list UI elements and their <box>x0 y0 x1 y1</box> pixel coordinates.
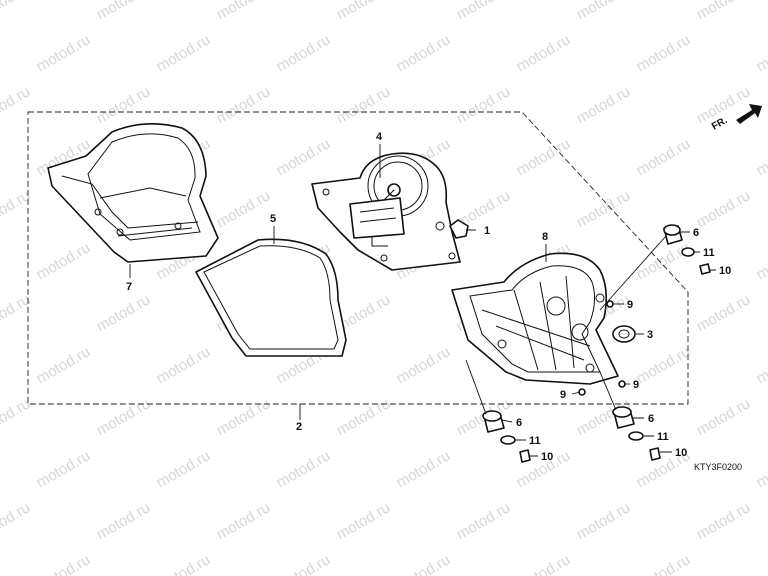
watermark-text: motod.ru <box>514 31 574 75</box>
assembly-boundary <box>27 111 689 405</box>
watermark-text: motod.ru <box>694 291 754 335</box>
grommet-set-top-right <box>663 224 711 275</box>
part-3-socket <box>612 325 636 343</box>
grommet-set-bottom-right <box>612 406 661 461</box>
watermark-text: motod.ru <box>394 31 454 75</box>
callout-2: 2 <box>296 421 302 433</box>
watermark-text: motod.ru <box>94 291 154 335</box>
watermark-text: motod.ru <box>334 499 394 543</box>
watermark-text: motod.ru <box>0 0 33 23</box>
watermark-text: motod.ru <box>34 343 94 387</box>
callout-4: 4 <box>376 131 383 143</box>
watermark-text: motod.ru <box>514 135 574 179</box>
watermark-text: motod.ru <box>454 0 514 23</box>
callout-11-left: 11 <box>529 435 541 447</box>
watermark-text: motod.ru <box>634 135 694 179</box>
watermark-text: motod.ru <box>514 551 574 576</box>
watermark-text: motod.ru <box>274 447 334 491</box>
diagram-code: KTY3F0200 <box>694 462 742 472</box>
watermark-text: motod.ru <box>94 0 154 23</box>
watermark-text: motod.ru <box>94 395 154 439</box>
callout-6-left: 6 <box>516 417 522 429</box>
watermark-text: motod.ru <box>154 343 214 387</box>
watermark-text: motod.ru <box>634 31 694 75</box>
grommet-set-bottom-left <box>482 410 531 463</box>
watermark-text: motod.ru <box>454 499 514 543</box>
watermark-text: motod.ru <box>334 83 394 127</box>
watermark-text: motod.ru <box>334 395 394 439</box>
part-5-gasket <box>195 238 347 357</box>
watermark-text: motod.ru <box>574 83 634 127</box>
callout-1: 1 <box>484 225 490 237</box>
watermark-text: motod.ru <box>694 0 754 23</box>
watermark-text: motod.ru <box>394 343 454 387</box>
callout-8: 8 <box>542 231 548 243</box>
watermark-text: motod.ru <box>34 447 94 491</box>
callout-9-c: 9 <box>560 389 566 401</box>
watermark-text: motod.ru <box>214 0 274 23</box>
watermark-text: motod.ru <box>34 551 94 576</box>
watermark-text: motod.ru <box>334 0 394 23</box>
watermark-text: motod.ru <box>214 499 274 543</box>
callout-labels: 1 2 3 4 5 6 6 6 7 8 9 9 9 10 10 10 11 11… <box>126 131 731 463</box>
watermark-text: motod.ru <box>154 551 214 576</box>
callout-5: 5 <box>270 213 276 225</box>
watermark-text: motod.ru <box>0 499 33 543</box>
watermark-text: motod.ru <box>694 499 754 543</box>
callout-10-top: 10 <box>719 265 731 277</box>
callout-6-right: 6 <box>648 413 654 425</box>
watermark-text: motod.ru <box>274 551 334 576</box>
watermark-text: motod.ru <box>34 31 94 75</box>
watermark-text: motod.ru <box>754 343 768 387</box>
watermark-text: motod.ru <box>694 187 754 231</box>
watermark-text: motod.ru <box>94 499 154 543</box>
watermark-text: motod.ru <box>214 395 274 439</box>
part-8-lower-case <box>451 252 619 385</box>
watermark-text: motod.ru <box>154 31 214 75</box>
part-7-meter-case <box>47 123 219 263</box>
watermark-text: motod.ru <box>754 551 768 576</box>
watermark-text: motod.ru <box>34 239 94 283</box>
watermark-text: motod.ru <box>634 551 694 576</box>
part-4-meter-panel <box>311 152 461 271</box>
watermark-text: motod.ru <box>274 135 334 179</box>
callout-10-left: 10 <box>541 451 553 463</box>
callout-3: 3 <box>647 329 653 341</box>
watermark-text: motod.ru <box>754 135 768 179</box>
watermark-text: motod.ru <box>214 187 274 231</box>
watermark-text: motod.ru <box>574 499 634 543</box>
watermark-text: motod.ru <box>754 447 768 491</box>
watermark-text: motod.ru <box>754 31 768 75</box>
watermark-text: motod.ru <box>574 187 634 231</box>
callout-9-b: 9 <box>633 379 639 391</box>
watermark-text: motod.ru <box>274 31 334 75</box>
watermark-text: motod.ru <box>394 447 454 491</box>
watermark-text: motod.ru <box>694 395 754 439</box>
watermark-text: motod.ru <box>454 83 514 127</box>
watermark-text: motod.ru <box>394 551 454 576</box>
watermark-text: motod.ru <box>214 83 274 127</box>
callout-7: 7 <box>126 281 132 293</box>
watermark-text: motod.ru <box>754 239 768 283</box>
watermark-text: motod.ru <box>94 83 154 127</box>
callout-9-a: 9 <box>627 299 633 311</box>
watermark-text: motod.ru <box>574 0 634 23</box>
watermark-text: motod.ru <box>154 447 214 491</box>
callout-10-right: 10 <box>675 447 687 459</box>
callout-11-right: 11 <box>657 431 669 443</box>
callout-6-top: 6 <box>693 227 699 239</box>
callout-11-top: 11 <box>703 247 715 259</box>
watermark-text: motod.ru <box>634 343 694 387</box>
watermark-text: motod.ru <box>634 239 694 283</box>
front-arrow-icon <box>736 104 762 124</box>
leader-lines <box>129 144 716 457</box>
